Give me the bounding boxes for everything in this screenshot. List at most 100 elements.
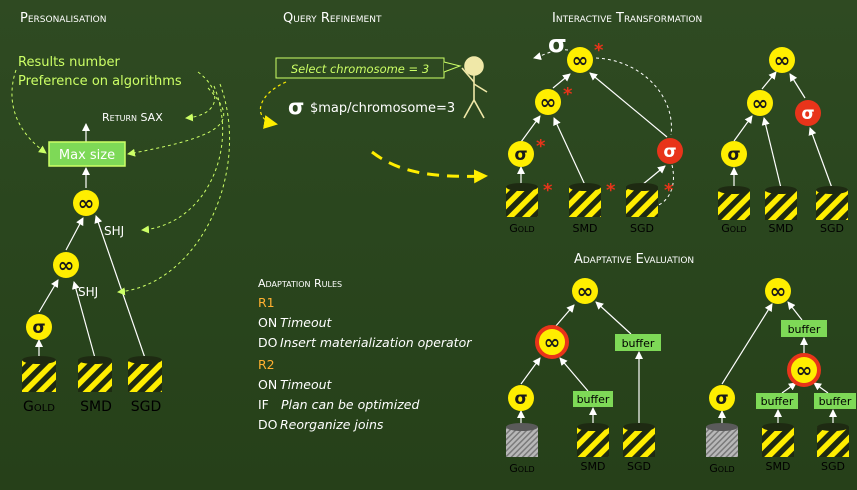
join-symbol: ∞: [770, 279, 787, 303]
source-label-smd: SMD: [80, 399, 112, 415]
source-sgd: [623, 423, 655, 457]
transform-arrow: [371, 150, 488, 184]
sigma-symbol: σ: [715, 389, 728, 409]
source-smd: [78, 356, 112, 392]
source-gold-delayed: [706, 423, 738, 457]
heading-personalisation: Personalisation: [20, 11, 106, 26]
source-label-sgd: SGD: [131, 399, 162, 415]
source-sgd: [626, 183, 658, 217]
join-operator-bottom: [53, 252, 79, 278]
buffer-label: buffer: [761, 395, 794, 408]
adaptive-plan-r2: ∞ buffer ∞ σ buffer buffer Gold SMD SGD: [706, 278, 856, 475]
adaptation-rules: Adaptation Rules R1 ON Timeout DO Insert…: [258, 277, 472, 432]
buffer-box: [814, 393, 856, 409]
source-label-gold: Gold: [509, 462, 534, 475]
source-label-sgd: SGD: [821, 460, 845, 473]
shj-label-upper: SHJ: [104, 224, 124, 238]
moving-sigma-icon: σ: [548, 30, 567, 58]
refined-sigma-icon: σ: [288, 95, 304, 119]
join-symbol: ∞: [796, 358, 813, 382]
query-refinement-panel: Select chromosome = 3 σ $map/chromosome=…: [259, 56, 488, 184]
max-size-label: Max size: [59, 148, 115, 163]
source-smd: [569, 183, 601, 217]
source-sgd: [128, 356, 162, 392]
join-symbol: ∞: [577, 279, 594, 303]
buffer-label: buffer: [819, 395, 852, 408]
source-gold: [506, 183, 538, 217]
join-symbol: ∞: [58, 253, 75, 277]
refine-arrow: [259, 81, 287, 129]
source-smd: [765, 186, 797, 220]
rule-r2-on-value: Timeout: [280, 377, 333, 392]
source-gold: [22, 356, 56, 392]
star-icon: *: [543, 180, 553, 201]
join-symbol: ∞: [752, 91, 769, 115]
source-label-sgd: SGD: [627, 460, 651, 473]
bubble-text: Select chromosome = 3: [291, 62, 429, 76]
source-sgd: [817, 423, 849, 457]
rule-r2-if-keyword: IF: [258, 397, 269, 412]
rule-r2-do-keyword: DO: [258, 417, 278, 432]
rule-r1-name: R1: [258, 295, 275, 310]
source-gold: [718, 186, 750, 220]
materialized-join: [535, 325, 569, 359]
source-smd: [577, 423, 609, 457]
buffer-label: buffer: [577, 393, 610, 406]
sigma-symbol: σ: [32, 318, 45, 338]
source-label-smd: SMD: [766, 460, 791, 473]
rule-r2-name: R2: [258, 357, 275, 372]
source-label-smd: SMD: [581, 460, 606, 473]
join-symbol: ∞: [774, 48, 791, 72]
star-icon: *: [594, 40, 604, 61]
preference-algorithms-label: Preference on algorithms: [18, 74, 182, 89]
source-label-gold: Gold: [23, 399, 55, 415]
sigma-symbol: σ: [801, 104, 814, 124]
star-icon: *: [606, 180, 616, 201]
select-operator: [26, 314, 52, 340]
rule-r2-do-value: Reorganize joins: [280, 417, 384, 432]
source-label-gold: Gold: [709, 462, 734, 475]
buffer-label: buffer: [622, 337, 655, 350]
buffer-box: [781, 320, 827, 337]
source-label-smd: SMD: [769, 222, 794, 235]
buffer-box: [756, 393, 798, 409]
rule-r2-if-value: Plan can be optimized: [281, 397, 419, 412]
personalisation-panel: Max size ∞ ∞ σ Gold SMD SGD Results numb…: [11, 55, 230, 415]
rule-r1-on-keyword: ON: [258, 315, 277, 330]
source-label-smd: SMD: [573, 222, 598, 235]
rule-r1-do-value: Insert materialization operator: [280, 335, 472, 350]
buffer-label: buffer: [788, 323, 821, 336]
return-sax-label: Return SAX: [102, 111, 163, 124]
join-symbol: ∞: [544, 330, 561, 354]
max-size-box: [48, 141, 126, 167]
rules-title: Adaptation Rules: [258, 277, 342, 290]
join-symbol: ∞: [540, 90, 557, 114]
heading-adaptative-evaluation: Adaptative Evaluation: [574, 252, 694, 267]
join-symbol: ∞: [572, 48, 589, 72]
source-gold-delayed: [506, 423, 538, 457]
source-smd: [762, 423, 794, 457]
source-label-gold: Gold: [721, 222, 746, 235]
source-label-sgd: SGD: [820, 222, 844, 235]
materialized-join: [787, 353, 821, 387]
buffer-box: [615, 334, 661, 351]
star-icon: *: [536, 136, 546, 157]
source-sgd: [816, 186, 848, 220]
results-number-label: Results number: [18, 55, 120, 70]
refined-expression: $map/chromosome=3: [310, 101, 455, 116]
user-figure-icon: [461, 56, 488, 119]
buffer-box: [573, 391, 613, 407]
source-label-sgd: SGD: [630, 222, 654, 235]
join-operator-top: [73, 190, 99, 216]
rule-r1-do-keyword: DO: [258, 335, 278, 350]
rule-r2-on-keyword: ON: [258, 377, 277, 392]
adaptive-plan-r1: ∞ ∞ σ buffer buffer Gold SMD SGD: [506, 278, 661, 475]
interactive-plan-after: ∞ ∞ σ σ Gold SMD SGD: [718, 47, 848, 235]
sigma-symbol: σ: [514, 389, 527, 409]
sigma-symbol: σ: [727, 145, 740, 165]
star-icon: *: [563, 84, 573, 105]
heading-interactive-transformation: Interactive Transformation: [552, 11, 702, 26]
star-icon: *: [664, 180, 674, 201]
rule-r1-on-value: Timeout: [280, 315, 333, 330]
